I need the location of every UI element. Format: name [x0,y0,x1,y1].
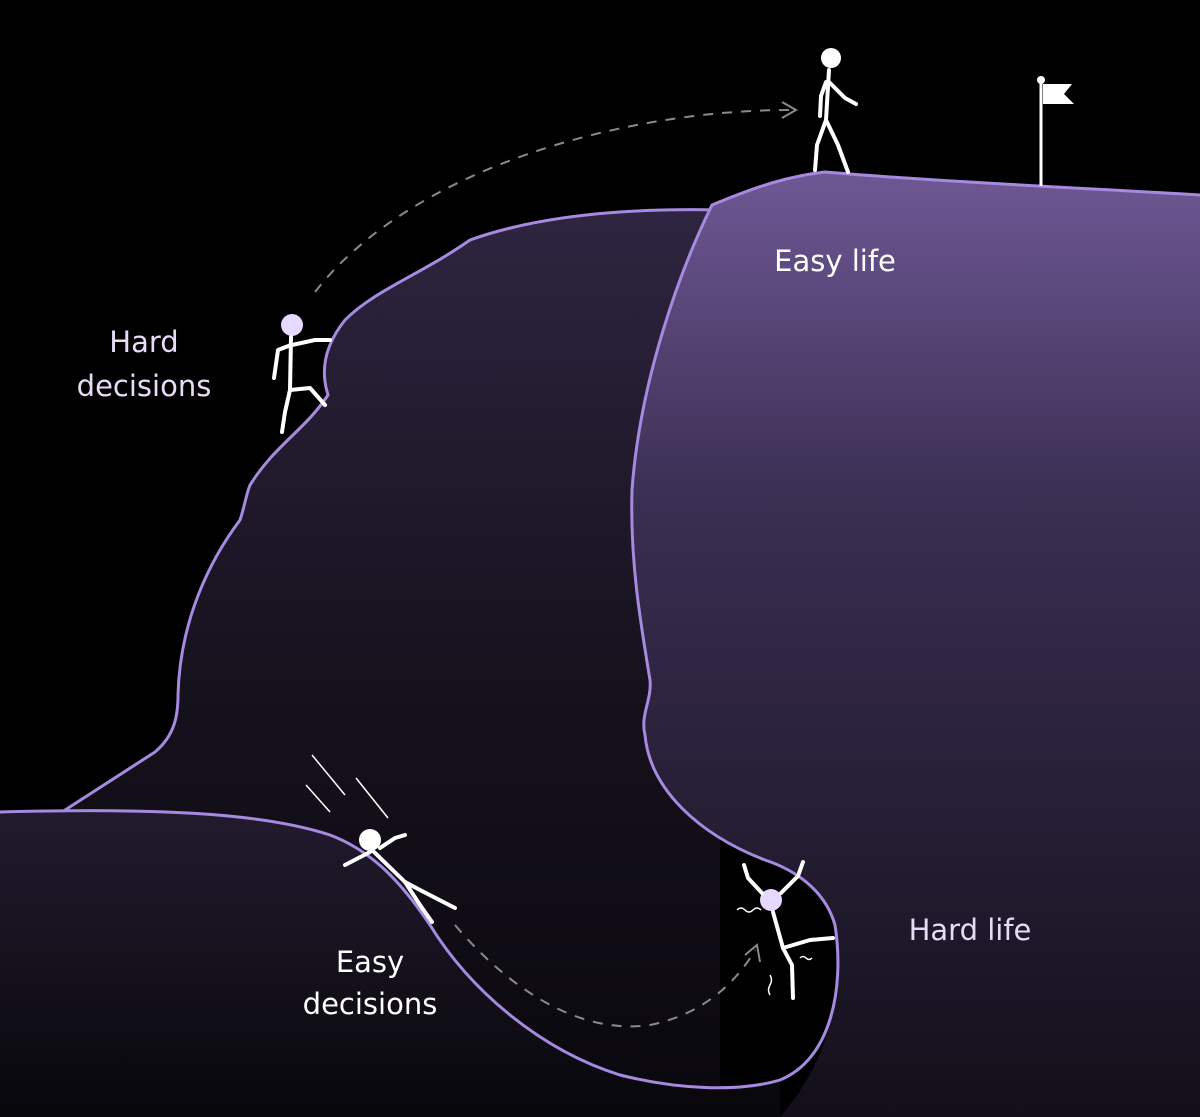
easy-decisions-label-line2: decisions [303,987,438,1021]
easy-decisions-outline [0,809,781,1090]
hard-decisions-label-line1: Hard [109,325,178,359]
walking-person-icon [813,48,858,174]
arrow-head-bottom [744,943,761,963]
easy-life-label: Easy life [774,244,896,278]
easy-life-plateau [631,172,1200,1117]
easy-life-outline [630,170,1200,1082]
easy-decisions-slope [0,810,780,1117]
hard-life-label: Hard life [909,913,1032,947]
struggling-person-icon [742,860,835,1000]
climbing-person-icon [272,314,332,434]
arrow-head-top [781,101,799,119]
easy-decisions-label-line1: Easy [336,945,404,979]
falling-motion-lines [305,754,389,819]
struggle-squiggles [736,907,813,996]
arrow-hard-decisions-to-easy-life [314,109,791,293]
arrow-easy-decisions-to-hard-life [454,924,756,1028]
flag-icon [1037,76,1074,186]
hard-decisions-outline [61,208,721,814]
hard-decisions-label-line2: decisions [77,369,212,403]
falling-person-icon [343,829,457,924]
